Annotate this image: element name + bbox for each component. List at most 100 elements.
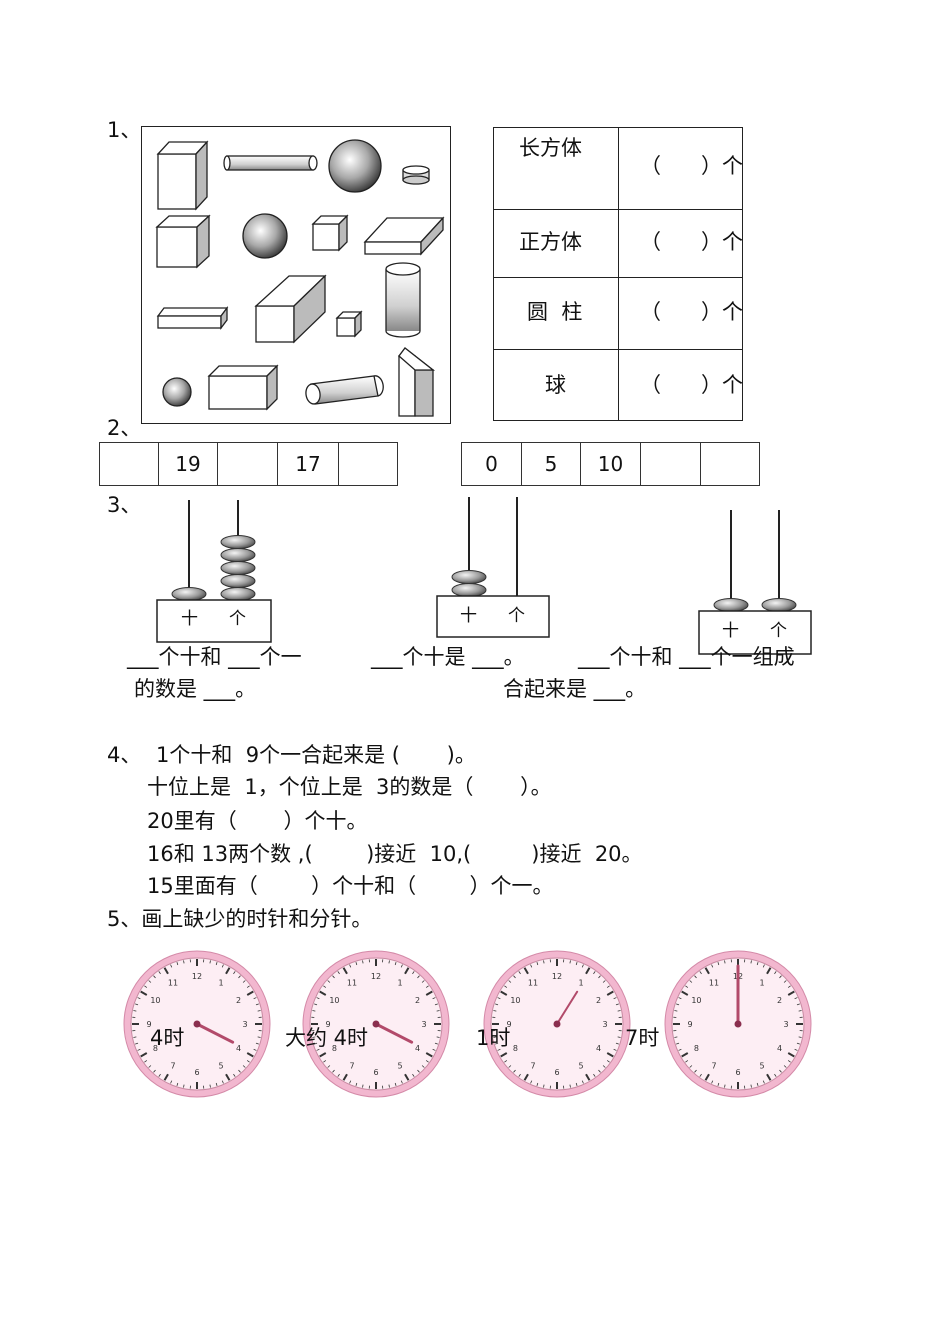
q4-line-3[interactable]: 20里有（ ）个十。 [147,809,368,833]
clock-tick [762,1080,765,1084]
q3-line3b[interactable]: 合起来是 ___。 [503,677,647,701]
big-cuboid-shape [254,274,327,344]
q3-line1a[interactable]: ___个十和 ___个一 [127,645,302,669]
clock-tick [233,1073,236,1077]
q3-line3a[interactable]: ___个十和 ___个一组成 [578,645,795,669]
clock-tick [257,1036,261,1038]
abacus-bead-tens [713,598,749,612]
clock-number: 1 [218,978,223,987]
q4-line-4[interactable]: 16和 13两个数 ,( )接近 10,( )接近 20。 [147,842,643,866]
clock-number: 7 [711,1062,716,1071]
table-blank-sphere[interactable]: （ ）个 [640,373,744,397]
clock-number: 7 [170,1062,175,1071]
clock-tick [704,967,710,975]
clock-tick [676,1042,680,1045]
abacus-bead-ones [220,561,256,575]
clock-tick [518,971,521,975]
clock-tick [685,1060,689,1063]
clock-tick [593,971,596,975]
clock-tick [312,1010,316,1012]
clock-tick [756,1082,759,1086]
abacus-3-tens-label: 十 [722,621,739,641]
clock-tick [253,997,257,1000]
clock-tick [750,1084,752,1088]
clock-tick [327,980,331,983]
table-blank-cuboid[interactable]: （ ）个 [640,154,744,178]
clock-tick [598,975,601,979]
q4-line-1[interactable]: 1个十和 9个一合起来是 ( )。 [156,743,476,767]
cube-shape-3 [335,310,363,338]
clock-tick [238,1069,241,1073]
solid-shapes-illustration [155,139,445,417]
clock-tick [253,1048,257,1051]
clock-tick [796,1003,800,1006]
abacus-bead-ones [220,535,256,549]
clock-center-pin [553,1020,561,1028]
clock-tick [425,1060,429,1063]
clock-tick [602,1065,606,1068]
clock-tick [613,997,617,1000]
clock-number: 7 [349,1062,354,1071]
clock-tick [569,1084,571,1088]
clock-tick [787,1052,795,1058]
row1-cell[interactable] [99,442,159,486]
clock-tick [417,975,420,979]
clock-tick [493,1036,497,1038]
clock-tick [704,1073,710,1081]
clock-tick [615,1003,619,1006]
clock-tick [183,960,185,964]
clock-number: 4 [236,1044,241,1053]
q4-line-5[interactable]: 15里面有（ ）个十和（ ）个一。 [147,874,554,898]
clock-tick [766,1073,772,1081]
clock-tick [436,1010,440,1012]
q4-line-2[interactable]: 十位上是 1，个位上是 3的数是（ ）。 [147,775,552,799]
q3-line1b[interactable]: 的数是 ___。 [134,677,257,701]
clock-tick [176,1082,179,1086]
clock-number: 1 [578,978,583,987]
clock-tick [674,1036,678,1038]
clock-center-pin [372,1020,380,1028]
table-blank-cylinder[interactable]: （ ）个 [640,300,744,324]
clock-tick [694,975,697,979]
clock-tick [137,1048,141,1051]
clock-tick [135,1003,139,1006]
row1-cell[interactable] [217,442,278,486]
clock-tick [493,1010,497,1012]
clock-tick [432,997,436,1000]
clock-tick [255,1042,259,1045]
row2-cell[interactable] [700,442,760,486]
clock-hand [374,1022,414,1044]
row1-cell[interactable] [338,442,398,486]
clock-number: 10 [150,996,160,1005]
clock-tick [694,1069,697,1073]
clock-faces: 1212345678910111212345678910111212345678… [123,950,812,1098]
abacus-bead-tens [171,587,207,601]
table-blank-cube[interactable]: （ ）个 [640,230,744,254]
clock-tick [798,1036,802,1038]
clock-tick [246,1052,254,1058]
clock-number: 11 [168,978,178,987]
clock-tick [148,980,152,983]
clock-tick [681,1052,689,1058]
clock-tick [711,964,714,968]
clock-tick [497,997,501,1000]
clock-tick [400,1080,403,1084]
clock-tick [678,1048,682,1051]
clock-tick [787,1060,791,1063]
clock-tick [798,1010,802,1012]
clock-number: 3 [242,1020,247,1029]
q3-line2[interactable]: ___个十是 ___。 [371,645,525,669]
sphere-shape-2 [242,213,288,259]
slab-cuboid-shape [363,216,445,256]
clock-center-pin [734,1020,742,1028]
clock-tick [699,971,702,975]
clock-number: 8 [332,1044,337,1053]
clock-number: 11 [347,978,357,987]
row2-cell[interactable] [640,442,701,486]
clock-tick [400,964,403,968]
clock-number: 3 [602,1020,607,1029]
